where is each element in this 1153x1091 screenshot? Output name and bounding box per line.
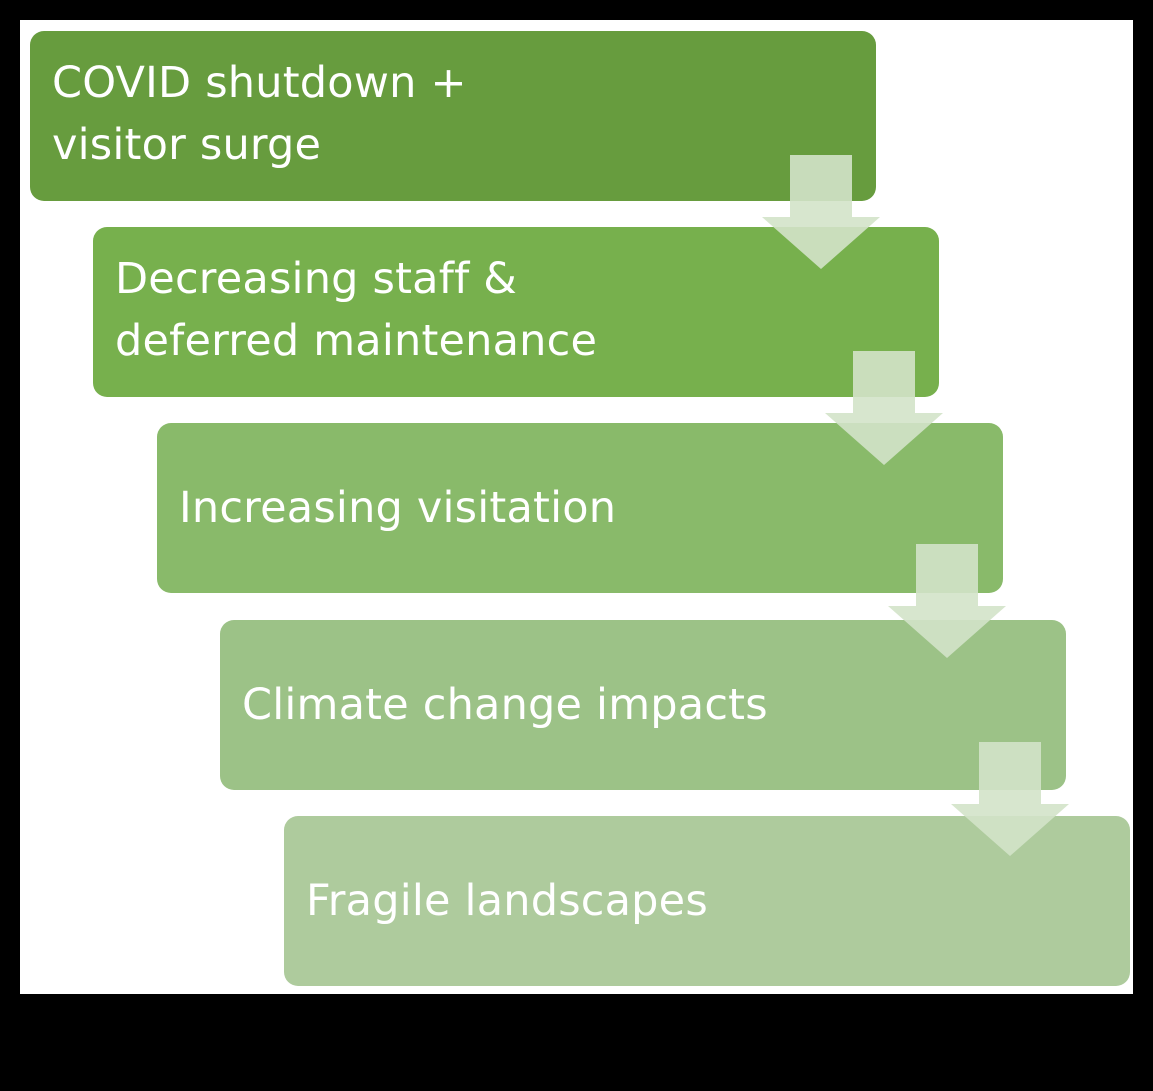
step-decreasing-staff: Decreasing staff & deferred maintenance — [93, 227, 939, 397]
step-climate-change: Climate change impacts — [220, 620, 1066, 790]
down-arrow-icon — [888, 544, 1006, 658]
step-label: Fragile landscapes — [306, 876, 708, 926]
step-label: Increasing visitation — [179, 483, 617, 533]
step-label: Decreasing staff & deferred maintenance — [115, 254, 598, 366]
step-increasing-visitation: Increasing visitation — [157, 423, 1003, 593]
step-covid-shutdown: COVID shutdown + visitor surge — [30, 31, 876, 201]
step-fragile-landscapes: Fragile landscapes — [284, 816, 1130, 986]
down-arrow-icon — [825, 351, 943, 465]
step-label: Climate change impacts — [242, 680, 768, 730]
down-arrow-icon — [951, 742, 1069, 856]
step-label: COVID shutdown + visitor surge — [52, 58, 467, 170]
down-arrow-icon — [762, 155, 880, 269]
